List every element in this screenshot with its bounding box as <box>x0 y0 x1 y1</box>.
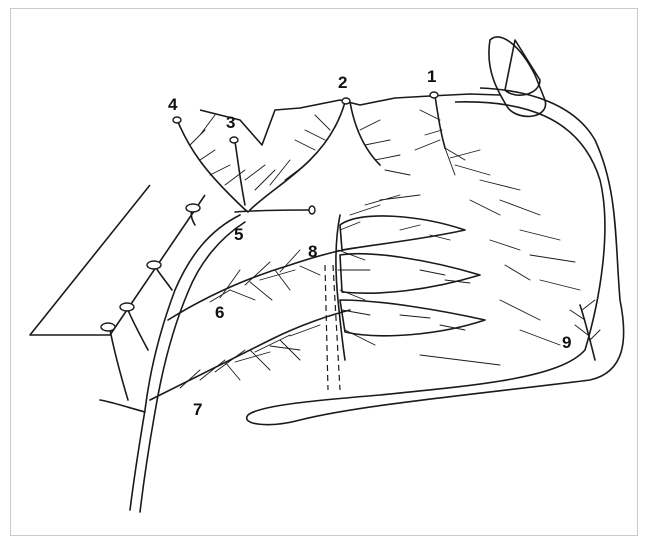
lobe-lower <box>340 300 485 336</box>
upper-right-inner <box>505 40 540 95</box>
branch-cut-2 <box>155 266 172 290</box>
vessel-2-branches <box>295 115 410 175</box>
label-9: 9 <box>562 333 571 352</box>
label-2: 2 <box>338 73 347 92</box>
branch-lower-left <box>100 400 145 412</box>
triangular-flap <box>30 185 205 335</box>
branch-cut-4 <box>110 330 128 400</box>
vessel-7-branches <box>180 325 320 388</box>
label-3: 3 <box>226 113 235 132</box>
cut-end-1-top <box>430 92 438 98</box>
vessel-1-branches <box>415 110 490 175</box>
vessel-6-branches <box>210 250 320 302</box>
cut-end-5 <box>309 206 315 214</box>
vessel-7 <box>150 310 350 400</box>
vessel-4 <box>178 122 248 212</box>
lobe-middle <box>340 254 480 294</box>
label-6: 6 <box>215 303 224 322</box>
cut-end-2 <box>147 261 161 269</box>
lobe-fine-branches <box>400 180 580 365</box>
main-lobe-outline <box>247 88 624 425</box>
vessel-6 <box>168 248 355 320</box>
cut-end-4-top <box>173 117 181 123</box>
dashed-vessel-left <box>325 265 328 390</box>
label-1: 1 <box>427 67 436 86</box>
cut-end-3-top <box>230 137 238 143</box>
lobe-upper <box>340 216 465 250</box>
cut-end-4 <box>101 323 115 331</box>
vessel-2-right <box>350 102 380 165</box>
cut-end-3 <box>120 303 134 311</box>
vessel-2 <box>250 102 345 210</box>
branch-cut-3 <box>128 310 148 350</box>
label-7: 7 <box>193 400 202 419</box>
label-8: 8 <box>308 242 317 261</box>
label-5: 5 <box>234 225 243 244</box>
cut-end-1 <box>186 204 200 212</box>
cut-end-2-top <box>342 98 350 104</box>
label-4: 4 <box>168 95 178 114</box>
